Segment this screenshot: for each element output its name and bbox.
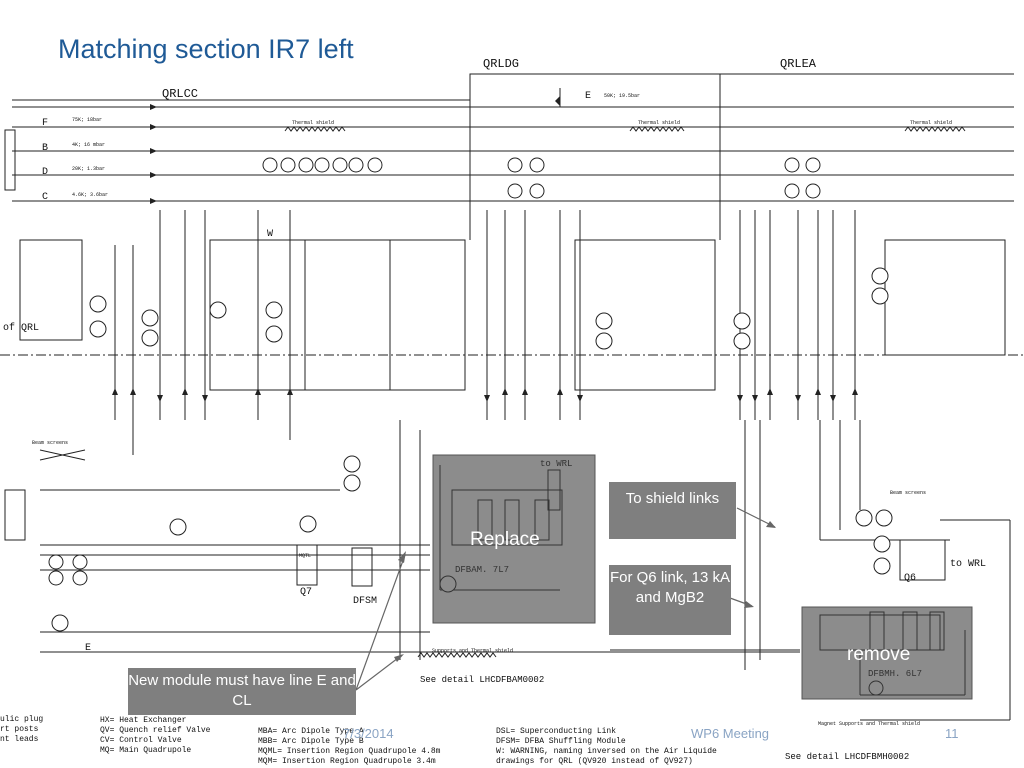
footer-date: 7/3/2014 — [343, 726, 394, 741]
thermal-shield-label-3: Thermal shield — [910, 120, 952, 126]
line-label-e-top: E — [585, 91, 591, 102]
beam-screens-label-left: Beam screens — [32, 440, 68, 446]
line-label-b: B — [42, 143, 48, 154]
mqtl-label: MQTL — [299, 553, 311, 559]
thermal-shield-label-1: Thermal shield — [292, 120, 334, 126]
dfsm-label: DFSM — [353, 596, 377, 607]
section-label-qrlcc: QRLCC — [162, 87, 198, 101]
slide-title: Matching section IR7 left — [58, 34, 354, 64]
line-label-e-bottom: E — [85, 643, 91, 654]
line-spec-b: 4K; 16 mbar — [72, 142, 105, 148]
legend-col1: ulic plug rt posts nt leads — [0, 715, 44, 744]
page-number: 11 — [945, 726, 959, 741]
callout-new-module: New module must have line E and CL — [128, 668, 356, 715]
footer-meeting: WP6 Meeting — [691, 726, 770, 741]
see-detail-dfbmh: See detail LHCDFBMH0002 — [785, 752, 909, 762]
w-label: W — [267, 229, 273, 240]
dfbmh-label: DFBMH. 6L7 — [868, 669, 922, 679]
line-spec-f: 75K; 18bar — [72, 117, 102, 123]
beam-screens-label-right: Beam screens — [890, 490, 926, 496]
line-spec-d: 20K; 1.3bar — [72, 166, 105, 172]
callout-to-shield-links: To shield links — [609, 482, 736, 539]
to-wrl-label-2: to WRL — [950, 559, 986, 570]
line-label-d: D — [42, 167, 48, 178]
replace-label: Replace — [470, 529, 540, 550]
replace-box — [432, 454, 596, 624]
remove-label: remove — [847, 644, 911, 665]
line-spec-c: 4.6K; 3.6bar — [72, 192, 108, 198]
section-label-qrldg: QRLDG — [483, 57, 519, 71]
magnet-supports-label: Magnet Supports and Thermal shield — [818, 721, 920, 727]
callout-for-q6-link: For Q6 link, 13 kA and MgB2 — [609, 565, 731, 635]
legend-col3: MBA= Arc Dipole Type A MBB= Arc Dipole T… — [258, 727, 441, 766]
line-label-c: C — [42, 192, 48, 203]
thermal-shield-label-2: Thermal shield — [638, 120, 680, 126]
legend-col4: DSL= Superconducting Link DFSM= DFBA Shu… — [496, 727, 717, 766]
line-label-f: F — [42, 118, 48, 129]
supports-thermal-label: Supports and Thermal shield — [432, 648, 513, 654]
to-wrl-label-1: to WRL — [540, 459, 572, 469]
of-qrl-label: of QRL — [3, 322, 39, 334]
line-spec-e: 50K; 19.5bar — [604, 93, 640, 99]
legend-col2: HX= Heat Exchanger QV= Quench relief Val… — [100, 716, 211, 755]
q6-label: Q6 — [904, 573, 916, 584]
see-detail-dfbam: See detail LHCDFBAM0002 — [420, 675, 544, 685]
q7-label: Q7 — [300, 587, 312, 598]
dfbam-label: DFBAM. 7L7 — [455, 565, 509, 575]
section-label-qrlea: QRLEA — [780, 57, 817, 71]
